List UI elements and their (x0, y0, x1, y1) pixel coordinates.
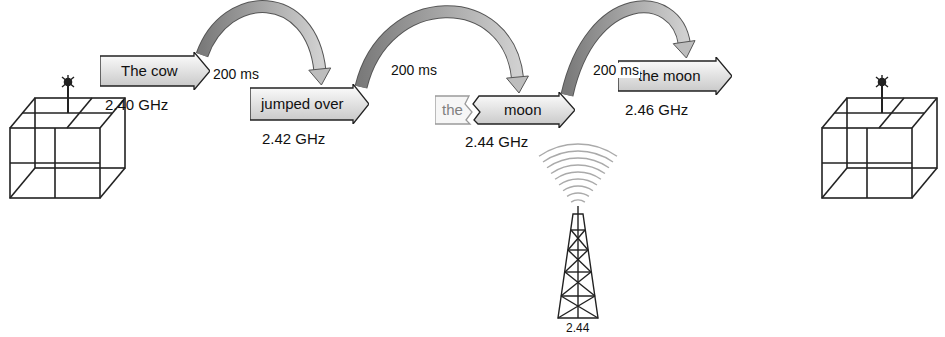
block-arrow: The cow 2.40 GHz (100, 52, 210, 116)
arrow-text: the (442, 102, 463, 119)
receiver-box (822, 75, 937, 198)
hop-arrow-outline (361, 12, 518, 87)
interval-label: 200 ms (212, 67, 260, 82)
wave-arc (551, 165, 605, 173)
arrow-head (309, 68, 331, 85)
arrow-head (507, 76, 529, 93)
arrow-text: jumped over (261, 96, 344, 113)
interference-tower (558, 206, 598, 318)
frequency-label: 2.44 GHz (465, 134, 528, 151)
arrow-text: the moon (638, 68, 701, 85)
wave-arc (567, 193, 589, 196)
hop-arrow-body (361, 12, 518, 87)
interference-waves (539, 144, 617, 202)
interval-label: 200 ms (592, 63, 640, 78)
hop-arrow (202, 7, 331, 85)
frequency-label: 2.42 GHz (262, 131, 325, 148)
block-arrow: jumped over 2.42 GHz (250, 84, 369, 150)
transmitter-box (10, 75, 125, 198)
hop-arrow-body (202, 7, 320, 71)
interval-label: 200 ms (390, 63, 438, 78)
wave-arc (547, 158, 609, 168)
block-arrow: the moon 2.44 GHz (435, 92, 575, 154)
wave-arc (543, 151, 613, 162)
wave-arc (555, 172, 601, 179)
frequency-label: 2.44 (565, 322, 590, 335)
wave-arc (563, 186, 593, 191)
wave-arc (571, 200, 585, 202)
wave-arc (559, 179, 597, 185)
frequency-label: 2.40 GHz (105, 97, 168, 114)
arrow-text: moon (504, 102, 542, 119)
frequency-label: 2.46 GHz (625, 102, 688, 119)
hop-arrow-outline (202, 7, 320, 71)
arrow-text: The cow (121, 63, 178, 80)
wave-arc (539, 144, 617, 156)
hop-arrow (361, 12, 528, 93)
arrow-head (673, 41, 695, 58)
